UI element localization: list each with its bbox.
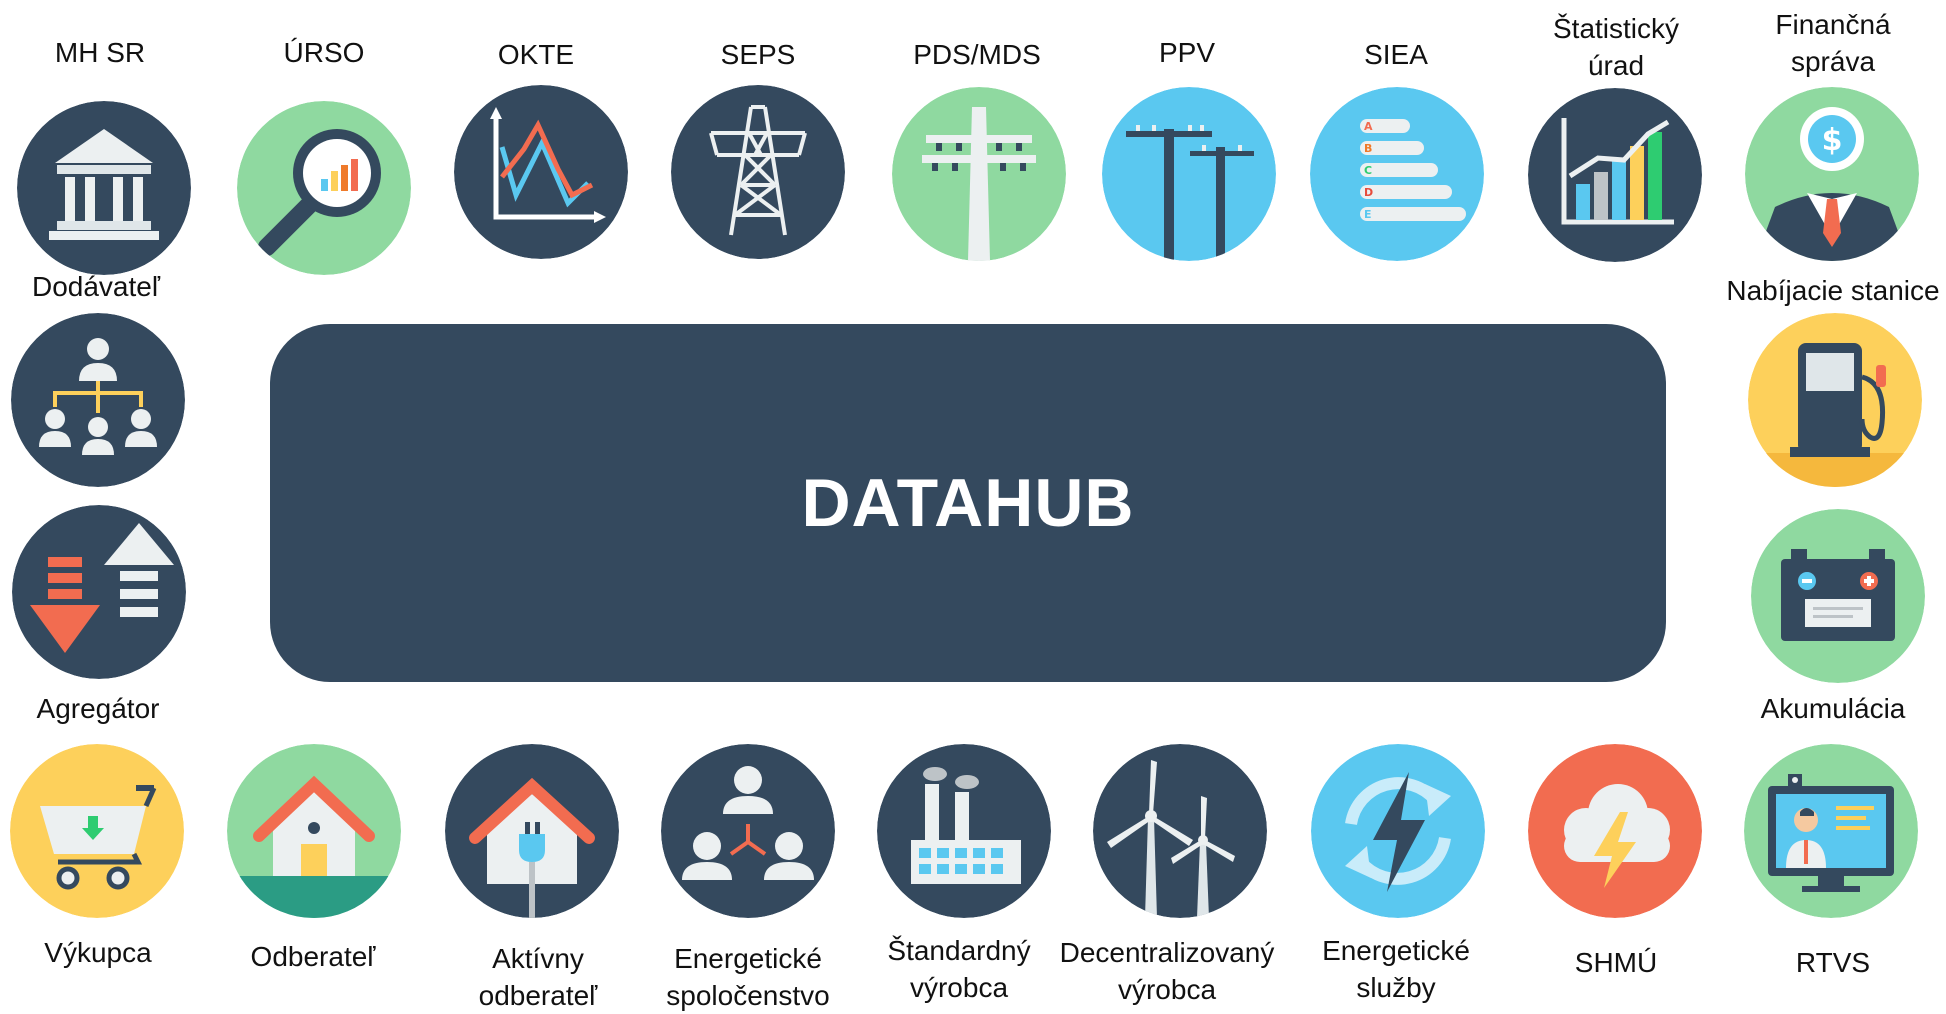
datahub-label: DATAHUB	[801, 465, 1135, 541]
wind-turbines-icon	[1093, 744, 1267, 918]
tv-presenter-icon	[1744, 744, 1918, 918]
node-label: MH SR	[54, 37, 146, 68]
node-label: Dodávateľ	[31, 271, 161, 302]
house-plug-icon	[445, 744, 619, 918]
svg-text:A: A	[1364, 120, 1373, 133]
node-label: PDS/MDS	[913, 39, 1041, 70]
node-label: SHMÚ	[1574, 947, 1658, 978]
node-label: Decentralizovaný výrobca	[1059, 937, 1275, 1005]
community-icon	[661, 744, 835, 918]
node-label: Štandardný výrobca	[887, 935, 1031, 1003]
node-label: SEPS	[720, 39, 796, 70]
svg-text:B: B	[1364, 142, 1372, 155]
node-label: OKTE	[497, 39, 575, 70]
government-building-icon	[17, 101, 191, 275]
up-down-arrows-icon	[12, 505, 186, 679]
node-label: Výkupca	[44, 937, 152, 968]
energy-label-icon: A B C D E	[1310, 87, 1484, 261]
svg-text:E: E	[1364, 208, 1372, 221]
line-graph-icon	[454, 85, 628, 259]
energy-cycle-icon	[1311, 744, 1485, 918]
node-label: Agregátor	[36, 693, 160, 724]
svg-text:C: C	[1364, 164, 1372, 177]
bar-chart-growth-icon	[1528, 88, 1702, 262]
node-label: RTVS	[1795, 947, 1871, 978]
magnifier-chart-icon	[237, 101, 411, 275]
factory-icon	[877, 744, 1051, 918]
shopping-cart-icon	[10, 744, 184, 918]
node-label: Odberateľ	[250, 941, 376, 972]
node-label: ÚRSO	[283, 37, 365, 68]
house-icon	[227, 744, 401, 918]
charging-station-icon	[1748, 313, 1922, 487]
organization-icon	[11, 313, 185, 487]
node-label: Nabíjacie stanice	[1726, 275, 1940, 306]
svg-text:$: $	[1822, 123, 1843, 158]
financial-officer-icon: $	[1745, 87, 1919, 261]
node-label: Akumulácia	[1760, 693, 1906, 724]
battery-icon	[1751, 509, 1925, 683]
transmission-tower-icon	[671, 85, 845, 259]
svg-text:D: D	[1364, 186, 1373, 199]
datahub-box: DATAHUB	[270, 324, 1666, 682]
node-label: Aktívny odberateľ	[478, 943, 598, 1011]
distribution-pole-icon	[892, 87, 1066, 261]
power-lines-icon	[1102, 87, 1276, 261]
node-label: Energetické spoločenstvo	[666, 943, 830, 1011]
node-label: Štatistický úrad	[1552, 13, 1680, 81]
node-label: Energetické služby	[1322, 935, 1470, 1003]
node-label: SIEA	[1364, 39, 1428, 70]
node-label: PPV	[1158, 37, 1216, 68]
weather-cloud-icon	[1528, 744, 1702, 918]
node-label: Finančná správa	[1775, 9, 1891, 77]
